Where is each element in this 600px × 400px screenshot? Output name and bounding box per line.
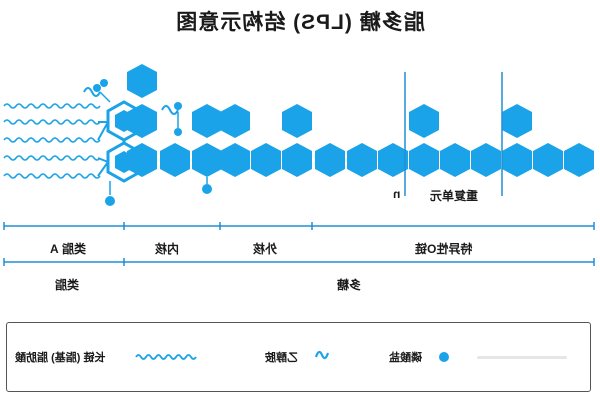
sugar-unit bbox=[440, 143, 470, 177]
sugar-unit bbox=[409, 104, 439, 138]
repeat-unit-label: 重复单元 bbox=[430, 189, 479, 203]
legend-ethanolamine-label: 乙醇胺 bbox=[265, 352, 298, 364]
fatty-acid-chain bbox=[3, 137, 101, 143]
lipid-a-label: 类脂 A bbox=[50, 242, 87, 256]
sugar-unit bbox=[192, 143, 222, 177]
sugar-unit bbox=[127, 104, 157, 138]
sugar-unit bbox=[127, 143, 157, 177]
fatty-acid-chain bbox=[3, 155, 101, 161]
legend-phosphate-label: 磷酸盐 bbox=[389, 352, 422, 364]
sugar-unit bbox=[347, 143, 377, 177]
o-chain-label: 特异性O链 bbox=[415, 242, 473, 256]
legend: 长链 (脂基) 脂肪酸 乙醇胺 磷酸盐 bbox=[6, 322, 591, 392]
legend-fatty-acid-label: 长链 (脂基) 脂肪酸 bbox=[15, 352, 106, 364]
repeat-n-label: n bbox=[393, 187, 401, 201]
fatty-acid-chains bbox=[3, 103, 101, 179]
sugar-unit bbox=[220, 104, 250, 138]
phosphate-dot bbox=[105, 196, 115, 206]
sugar-unit bbox=[192, 104, 222, 138]
legend-placeholder-bar bbox=[477, 356, 567, 359]
sugar-unit bbox=[378, 143, 408, 177]
sugar-unit bbox=[160, 143, 190, 177]
fatty-acid-chain bbox=[3, 103, 101, 109]
sugar-unit bbox=[282, 104, 312, 138]
repeat-unit-brackets bbox=[404, 72, 503, 196]
ethanolamine-link bbox=[83, 87, 101, 97]
sugar-unit bbox=[533, 143, 563, 177]
inner-core-label: 内核 bbox=[155, 242, 180, 256]
sugar-unit bbox=[282, 143, 312, 177]
fatty-acid-chain bbox=[3, 119, 101, 125]
lipid-label: 类脂 bbox=[55, 278, 80, 292]
polysaccharide-label: 多糖 bbox=[337, 278, 362, 292]
branch-sugars bbox=[127, 64, 532, 138]
outer-core-label: 外核 bbox=[253, 242, 278, 256]
sugar-unit bbox=[220, 143, 250, 177]
phosphate-legend-icon bbox=[439, 352, 449, 362]
sugar-unit bbox=[471, 143, 501, 177]
sugar-unit bbox=[502, 104, 532, 138]
diagram-title: 脂多糖 (LPS) 结构示意图 bbox=[175, 11, 425, 34]
sugar-unit bbox=[251, 143, 281, 177]
sugar-unit bbox=[409, 143, 439, 177]
fatty-acid-chain bbox=[3, 173, 101, 179]
fatty-acid-legend-icon bbox=[135, 354, 197, 360]
lps-diagram bbox=[3, 64, 595, 266]
sugar-unit bbox=[127, 64, 157, 98]
phosphate-dot bbox=[202, 184, 212, 194]
sugar-unit bbox=[315, 143, 345, 177]
sugar-unit bbox=[502, 143, 532, 177]
ethanolamine-legend-icon bbox=[314, 350, 330, 360]
sugar-unit bbox=[564, 143, 594, 177]
core-sugars bbox=[127, 143, 594, 177]
